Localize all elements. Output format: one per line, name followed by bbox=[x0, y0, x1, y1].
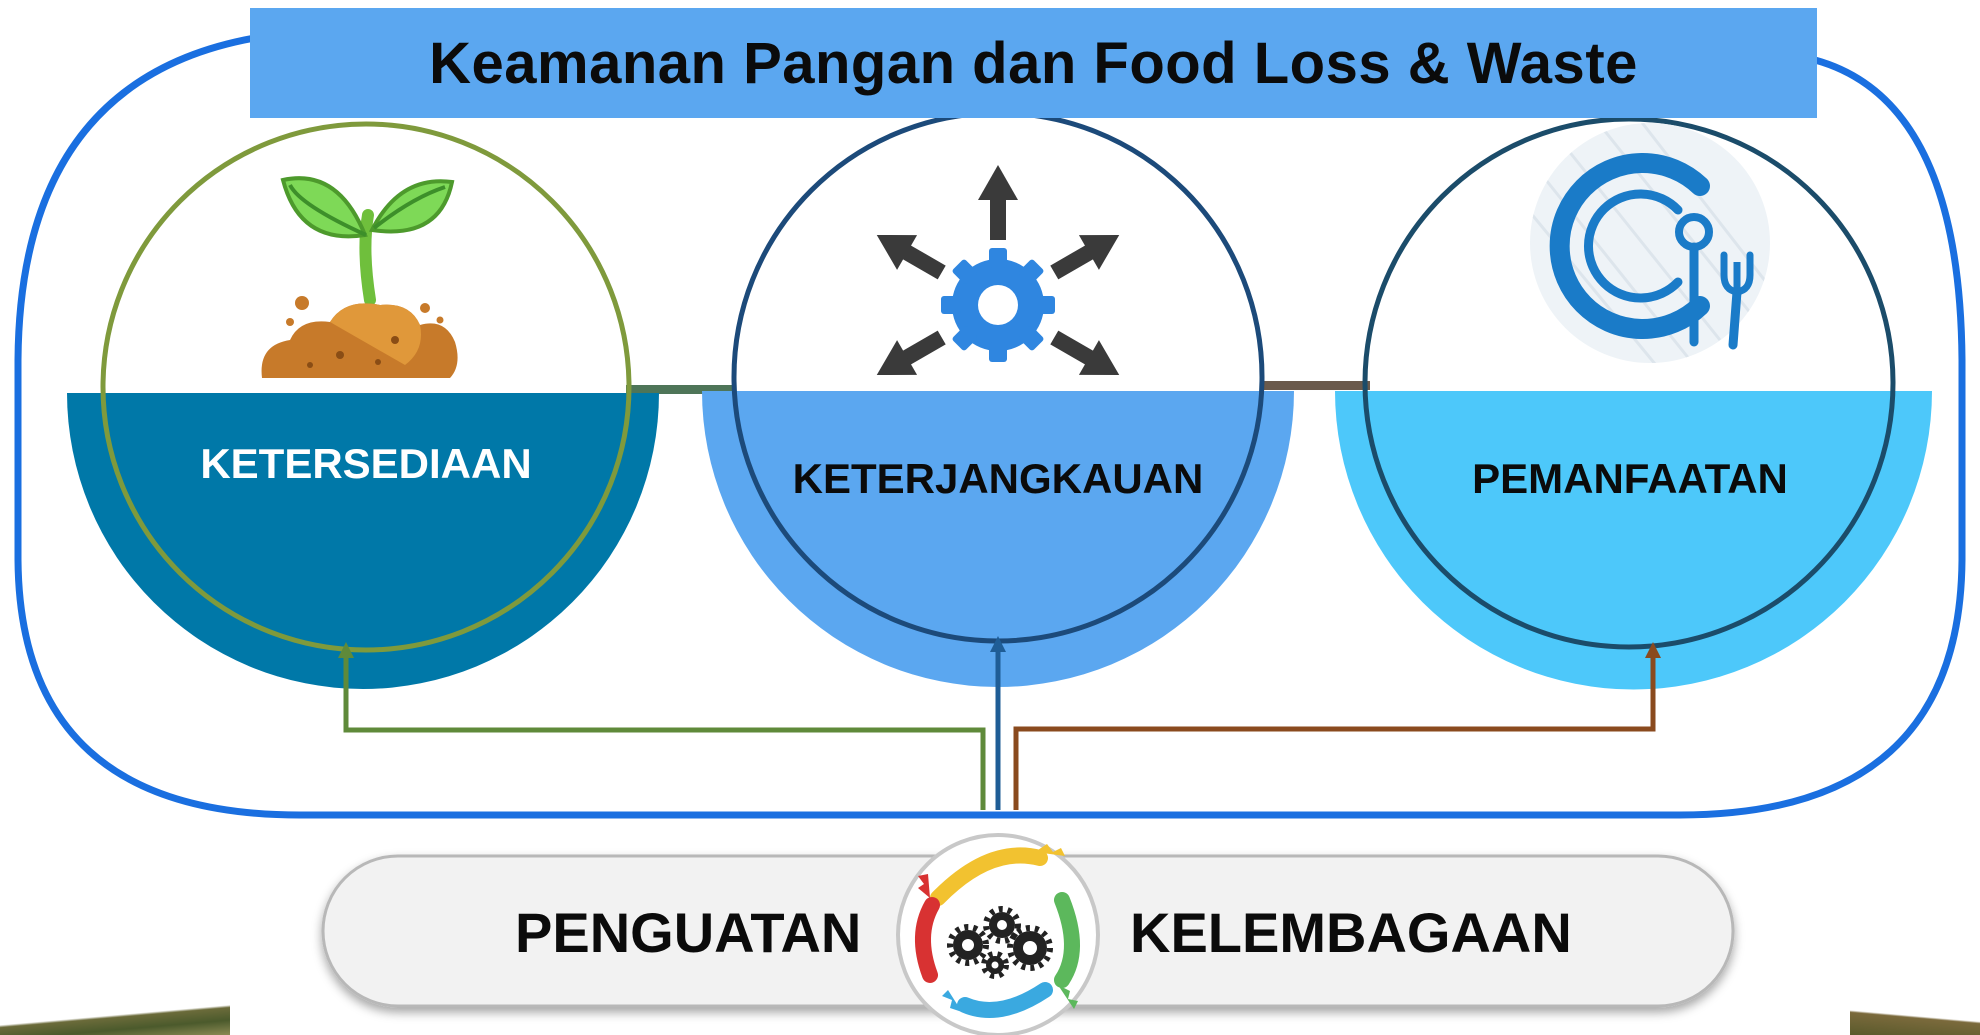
plate-spoon-fork-icon bbox=[1530, 123, 1770, 363]
pillar-label-keterjangkauan: KETERJANGKAUAN bbox=[792, 455, 1204, 502]
ring-pemanfaatan bbox=[1362, 116, 1896, 650]
arrow-to-pemanfaatan bbox=[1013, 642, 1661, 810]
ring-ketersediaan bbox=[100, 121, 632, 653]
arrow-to-ketersediaan bbox=[338, 642, 986, 810]
bottom-label-kelembagaan: KELEMBAGAAN bbox=[1130, 901, 1572, 964]
ground-decoration-right bbox=[1850, 1005, 1980, 1035]
pillar-label-pemanfaatan: PEMANFAATAN bbox=[1472, 455, 1788, 502]
bowl-pemanfaatan bbox=[1335, 391, 1932, 690]
ground-decoration-left bbox=[0, 1005, 230, 1035]
pillar-label-ketersediaan: KETERSEDIAAN bbox=[200, 440, 532, 487]
circle-connector-right bbox=[1260, 381, 1370, 390]
outer-frame bbox=[14, 34, 1966, 819]
diagram-title: Keamanan Pangan dan Food Loss & Waste bbox=[250, 8, 1817, 118]
bottom-label-penguatan: PENGUATAN bbox=[515, 901, 862, 964]
bowl-keterjangkauan bbox=[702, 391, 1294, 687]
arrow-to-keterjangkauan bbox=[990, 636, 1006, 810]
bowl-ketersediaan bbox=[67, 393, 659, 689]
gear-arrows-icon bbox=[876, 165, 1120, 375]
circle-connector-left bbox=[626, 385, 736, 394]
hands-gears-icon bbox=[896, 833, 1100, 1035]
sprout-soil-icon bbox=[261, 176, 458, 378]
